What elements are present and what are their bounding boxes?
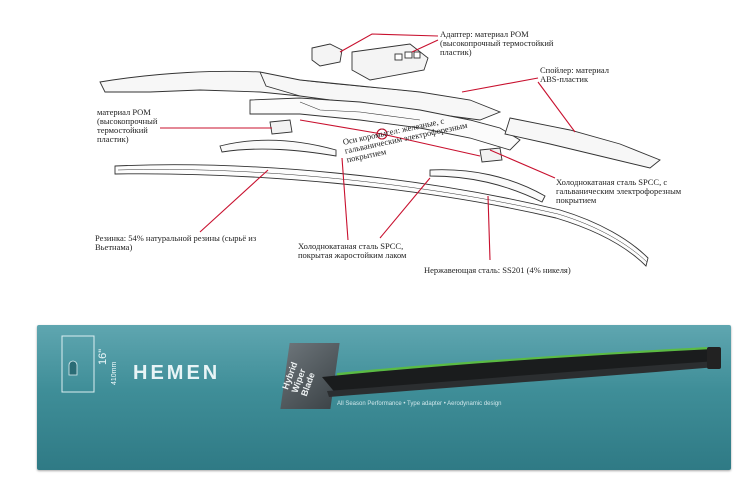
exploded-diagram: Адаптер: материал POM (высокопрочный тер… [95,29,682,275]
leader-adapter [339,33,439,53]
product-package: 16" 410mm HEMEN Hybrid Wiper Blade All S… [37,325,731,470]
label-spoiler: Спойлер: материал ABS-пластик [540,65,610,84]
leader-galv [489,149,556,179]
label-adapter: Адаптер: материал POM (высокопрочный тер… [440,29,554,57]
adapter-clip [311,43,343,67]
arm-left [219,139,337,157]
leader-rocker [381,133,481,157]
features-strip: All Season Performance • Type adapter • … [337,401,502,407]
diagram-drawing [99,33,661,267]
brand-logo: HEMEN [133,362,221,384]
leader-adapter-2 [411,39,439,53]
leader-stainless [487,195,491,261]
rubber-strip [114,164,649,267]
leader-pom-2 [299,119,383,135]
main-frame [249,97,521,151]
label-cold-rolled-galv: Холоднокатаная сталь SPCC, с гальваничес… [556,177,682,205]
arm-right [429,169,546,203]
label-stainless: Нержавеющая сталь: SS201 (4% никеля) [424,265,571,275]
leader-spoiler [461,77,539,93]
label-cold-rolled-heat: Холоднокатаная сталь SPCC, покрытая жаро… [298,241,407,260]
leader-heat-2 [379,177,431,239]
wiper-blade-image [322,347,721,397]
leader-heat [341,157,349,241]
leader-spoiler-2 [537,81,576,133]
rocker-clip-right [479,147,503,163]
hang-tab-icon [61,335,95,393]
spoiler-right [504,117,661,169]
pom-clip [269,119,293,135]
label-rubber: Резинка: 54% натуральной резины (сырьё и… [95,233,257,252]
label-pom: материал POM (высокопрочный термостойкий… [97,107,158,144]
leader-rubber [199,169,269,233]
